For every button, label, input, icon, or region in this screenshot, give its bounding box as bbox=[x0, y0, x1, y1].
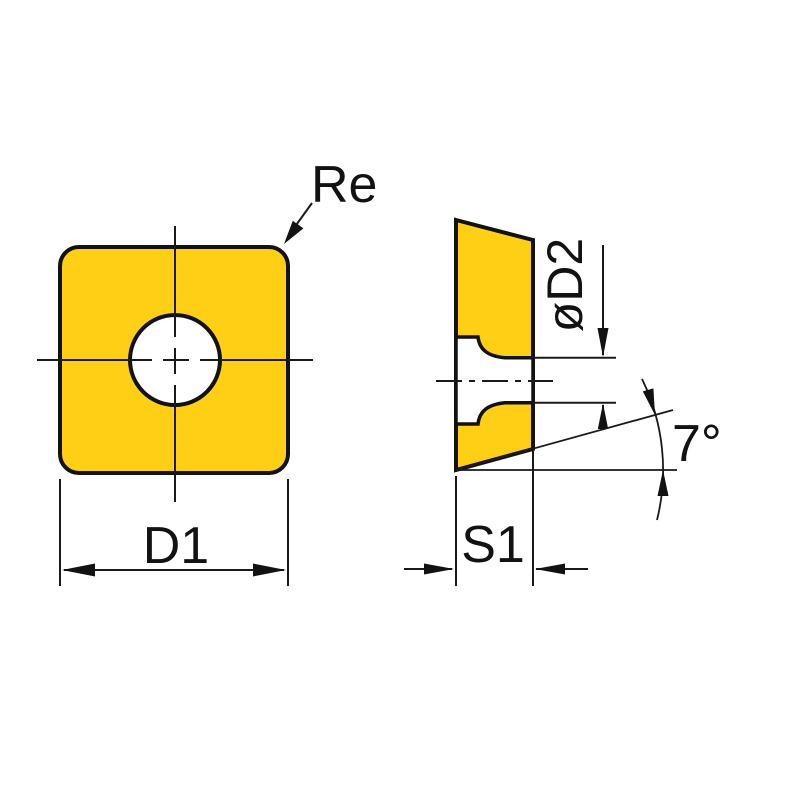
d1-label: D1 bbox=[143, 517, 209, 575]
s1-dimension: S1 bbox=[404, 451, 588, 586]
angle-upper-arrowhead bbox=[642, 388, 655, 415]
s1-right-arrowhead bbox=[535, 563, 565, 575]
angle-lower-arrowhead bbox=[657, 470, 669, 496]
d2-extension-lines bbox=[533, 356, 616, 404]
d2-label: øD2 bbox=[537, 238, 593, 332]
angle-slant-line bbox=[455, 409, 674, 471]
corner-radius-arrowhead bbox=[284, 220, 304, 244]
d1-left-arrowhead bbox=[62, 563, 95, 577]
clearance-angle-dimension: 7° bbox=[455, 378, 722, 521]
d1-extension-lines bbox=[59, 479, 289, 586]
front-view: Re D1 bbox=[37, 156, 377, 586]
clearance-angle-label: 7° bbox=[672, 415, 722, 473]
s1-extension-lines bbox=[455, 451, 534, 586]
s1-label: S1 bbox=[461, 516, 525, 574]
corner-radius-label: Re bbox=[311, 156, 377, 214]
d1-right-arrowhead bbox=[253, 563, 286, 577]
s1-left-arrowhead bbox=[424, 563, 454, 575]
d2-down-arrowhead bbox=[597, 328, 609, 357]
d2-dimension: øD2 bbox=[533, 238, 616, 429]
corner-radius-callout: Re bbox=[284, 156, 377, 244]
side-view: øD2 7° S1 bbox=[404, 217, 722, 586]
d1-dimension: D1 bbox=[59, 479, 289, 586]
d2-up-arrowhead bbox=[597, 403, 609, 429]
